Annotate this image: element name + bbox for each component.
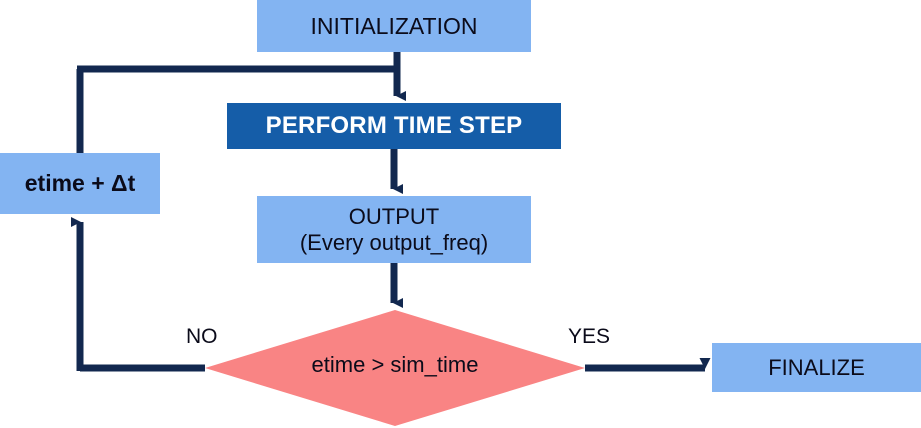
node-output[interactable]: OUTPUT (Every output_freq) — [257, 196, 531, 263]
node-perform-time-step[interactable]: PERFORM TIME STEP — [227, 103, 561, 149]
decision-diamond — [205, 310, 585, 426]
node-initialization-label: INITIALIZATION — [310, 12, 478, 39]
edge-label-yes: YES — [568, 325, 611, 348]
node-perform-time-step-label: PERFORM TIME STEP — [265, 112, 523, 140]
node-initialization[interactable]: INITIALIZATION — [257, 0, 531, 52]
edge-label-no: NO — [186, 325, 218, 348]
decision-label: etime > sim_time — [311, 352, 479, 377]
node-output-label-line1: OUTPUT — [348, 203, 440, 229]
node-increment-time-label: etime + Δt — [24, 170, 136, 197]
node-increment-time[interactable]: etime + Δt — [0, 153, 160, 214]
node-finalize-label: FINALIZE — [768, 354, 865, 380]
node-finalize[interactable]: FINALIZE — [712, 343, 921, 392]
node-output-label-line2: (Every output_freq) — [299, 230, 489, 255]
